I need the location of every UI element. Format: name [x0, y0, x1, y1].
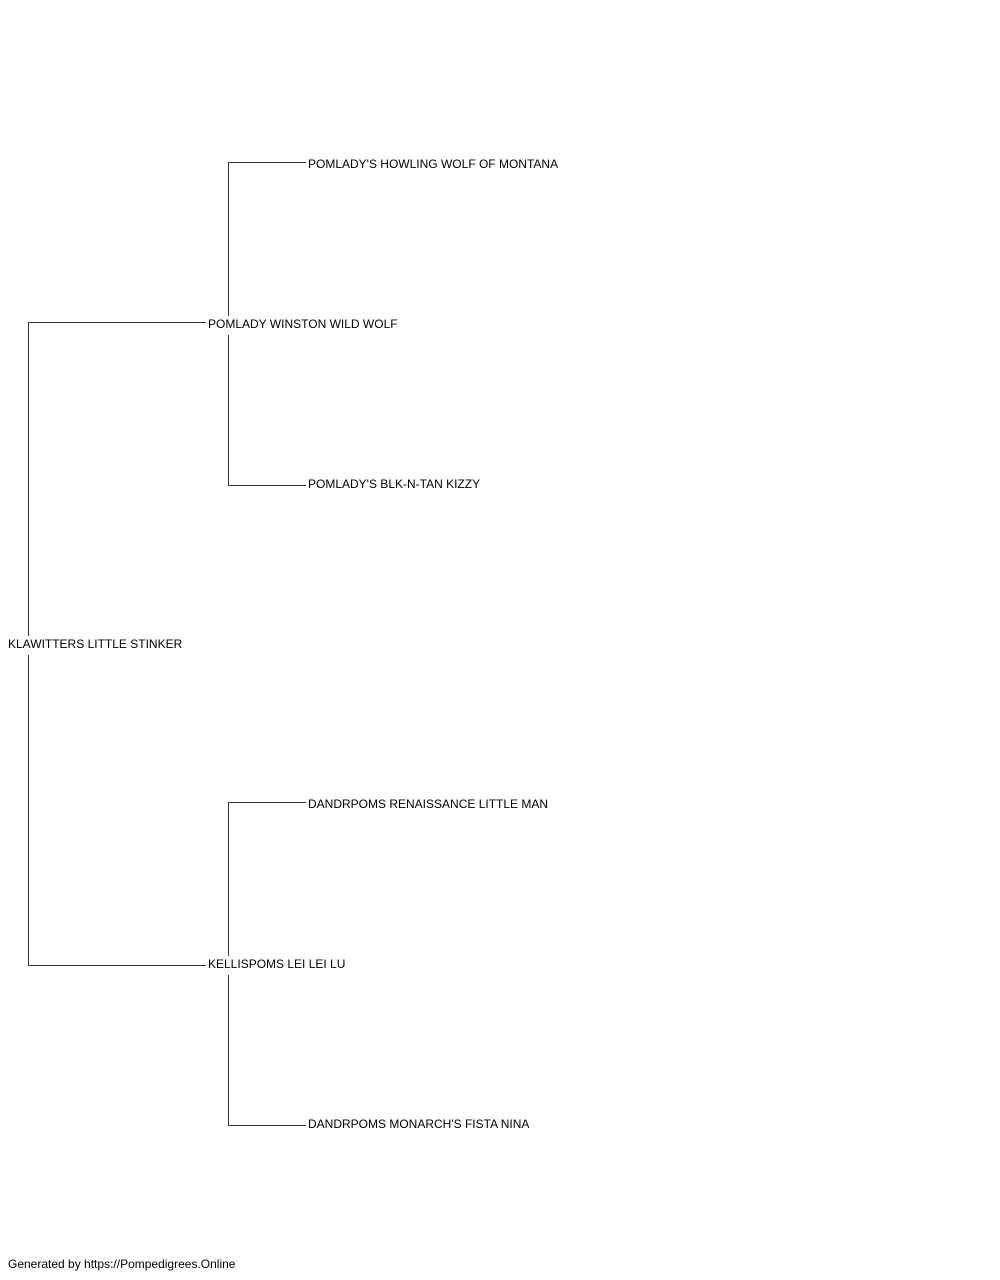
connector-subject-to-sire	[28, 322, 206, 636]
dam-name: KELLISPOMS LEI LEI LU	[208, 957, 346, 971]
connector-sire-to-sire	[228, 162, 306, 316]
maternal-grandsire-name: DANDRPOMS RENAISSANCE LITTLE MAN	[308, 797, 549, 811]
generated-by-footer: Generated by https://Pompedigrees.Online	[8, 1257, 236, 1271]
connector-dam-to-dam	[228, 975, 306, 1126]
subject-name: KLAWITTERS LITTLE STINKER	[8, 637, 183, 651]
sire-name: POMLADY WINSTON WILD WOLF	[208, 317, 398, 331]
paternal-grandsire-name: POMLADY'S HOWLING WOLF OF MONTANA	[308, 157, 559, 171]
connector-subject-to-dam	[28, 655, 206, 966]
maternal-granddam-name: DANDRPOMS MONARCH'S FISTA NINA	[308, 1117, 530, 1131]
paternal-granddam-name: POMLADY'S BLK-N-TAN KIZZY	[308, 477, 481, 491]
connector-sire-to-dam	[228, 335, 306, 486]
connector-dam-to-sire	[228, 802, 306, 956]
